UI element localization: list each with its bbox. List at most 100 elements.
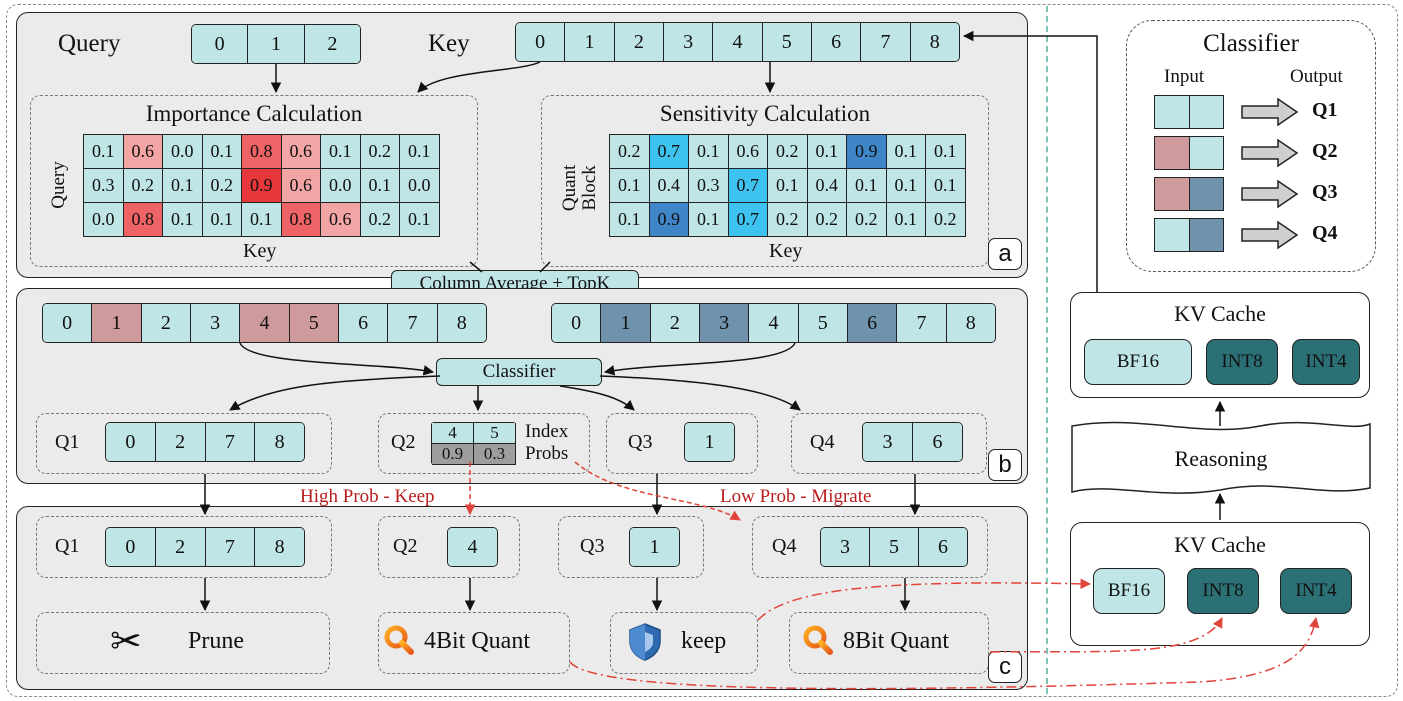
- c-q1-box: [36, 516, 332, 578]
- sensitivity-cell: 0.1: [807, 135, 847, 169]
- reasoning-label: Reasoning: [1174, 446, 1268, 471]
- importance-cell: 0.1: [84, 135, 124, 169]
- c-q3-tokens: 1: [629, 527, 680, 567]
- sensitivity-token: 8: [946, 304, 995, 342]
- c-q2-token: 4: [448, 528, 497, 566]
- key-label: Key: [428, 30, 470, 57]
- shield-icon: [627, 622, 663, 662]
- importance-cell: 0.6: [281, 135, 321, 169]
- prune-label: Prune: [188, 628, 244, 654]
- importance-token: 0: [43, 304, 93, 342]
- key-token: 8: [910, 23, 959, 61]
- sensitivity-cell: 0.2: [807, 203, 847, 237]
- sensitivity-cell: 0.1: [689, 135, 729, 169]
- sensitivity-token: 2: [650, 304, 700, 342]
- b-q1-label: Q1: [55, 431, 80, 453]
- importance-cell: 0.1: [242, 203, 282, 237]
- query-token: 2: [304, 25, 360, 63]
- b-q4-token: 3: [863, 423, 913, 461]
- legend-input-right: [1189, 137, 1223, 169]
- c-q4-token: 6: [919, 528, 967, 566]
- importance-token: 7: [388, 304, 438, 342]
- sensitivity-cell: 0.1: [886, 203, 926, 237]
- importance-title: Importance Calculation: [145, 101, 363, 126]
- key-token: 6: [811, 23, 862, 61]
- b-q3-token: 1: [685, 423, 734, 461]
- b-q4-token: 6: [913, 423, 962, 461]
- importance-cell: 0.8: [281, 203, 321, 237]
- sensitivity-cell: 0.2: [768, 135, 808, 169]
- figure-frame: [6, 4, 1398, 697]
- classifier-legend-title: Classifier: [1203, 30, 1299, 57]
- b-q3-label: Q3: [628, 431, 653, 453]
- sensitivity-cell: 0.1: [926, 135, 966, 169]
- importance-cell: 0.1: [400, 135, 440, 169]
- prune-box: [36, 612, 330, 674]
- b-q1-token: 8: [255, 423, 304, 461]
- sensitivity-cell: 0.6: [728, 135, 768, 169]
- sensitivity-row-label-text: Quant Block: [559, 164, 600, 212]
- query-token: 0: [192, 25, 249, 63]
- b-q2-box: [378, 413, 590, 474]
- sensitivity-cell: 0.1: [610, 203, 650, 237]
- b-q2-probs-cell: 0.9: [432, 444, 474, 465]
- kv-bottom-bf16: BF16: [1093, 568, 1165, 614]
- b-q2-index-label: Index: [525, 421, 569, 442]
- importance-cell: 0.1: [163, 203, 203, 237]
- sensitivity-cell: 0.1: [886, 169, 926, 203]
- b-q4-label: Q4: [810, 431, 835, 453]
- legend-input-label: Input: [1164, 66, 1205, 87]
- legend-input-right: [1189, 178, 1223, 210]
- importance-cell: 0.1: [400, 203, 440, 237]
- key-token: 1: [565, 23, 615, 61]
- key-token: 4: [713, 23, 763, 61]
- importance-token: 5: [289, 304, 339, 342]
- c-q2-label: Q2: [393, 535, 418, 557]
- b-q1-token: 7: [205, 423, 256, 461]
- kv-top-int4: INT4: [1292, 339, 1360, 385]
- sensitivity-cell: 0.1: [768, 169, 808, 203]
- classifier-legend-box: [1126, 20, 1376, 272]
- importance-cell: 0.0: [163, 135, 203, 169]
- c-q1-token: 8: [255, 528, 304, 566]
- c-q2-tokens: 4: [447, 527, 498, 567]
- importance-cell: 0.1: [202, 135, 242, 169]
- sensitivity-cell: 0.4: [807, 169, 847, 203]
- quant8-label: 8Bit Quant: [843, 628, 949, 654]
- b-q4-box: [791, 413, 987, 474]
- sensitivity-cell: 0.4: [649, 169, 689, 203]
- sensitivity-cell: 0.1: [610, 169, 650, 203]
- kv-bottom-int4: INT4: [1280, 568, 1352, 614]
- sensitivity-cell: 0.7: [649, 135, 689, 169]
- sensitivity-cell: 0.2: [926, 203, 966, 237]
- sensitivity-token: 7: [897, 304, 947, 342]
- importance-cell: 0.8: [123, 203, 163, 237]
- sensitivity-token: 5: [798, 304, 848, 342]
- legend-arrow-icon: [1241, 138, 1299, 168]
- importance-token: 6: [338, 304, 389, 342]
- legend-input-left: [1155, 178, 1190, 210]
- sensitivity-col-label: Key: [769, 240, 803, 262]
- quant4-label: 4Bit Quant: [424, 628, 530, 654]
- importance-box: [30, 95, 478, 267]
- sensitivity-token: 4: [749, 304, 799, 342]
- sensitivity-cell: 0.7: [728, 203, 768, 237]
- sensitivity-token: 0: [552, 304, 602, 342]
- sensitivity-cell: 0.2: [768, 203, 808, 237]
- kv-top-int8: INT8: [1206, 339, 1278, 385]
- importance-cell: 0.6: [281, 169, 321, 203]
- c-q2-box: [378, 516, 520, 578]
- c-q1-label: Q1: [55, 535, 80, 557]
- sensitivity-cell: 0.9: [847, 135, 887, 169]
- legend-output: Q1: [1312, 99, 1338, 121]
- b-q2-probs-label: Probs: [525, 443, 569, 464]
- importance-cell: 0.2: [202, 169, 242, 203]
- importance-cell: 0.3: [84, 169, 124, 203]
- low-prob-migrate-label: Low Prob - Migrate: [720, 486, 872, 507]
- importance-cell: 0.2: [360, 203, 400, 237]
